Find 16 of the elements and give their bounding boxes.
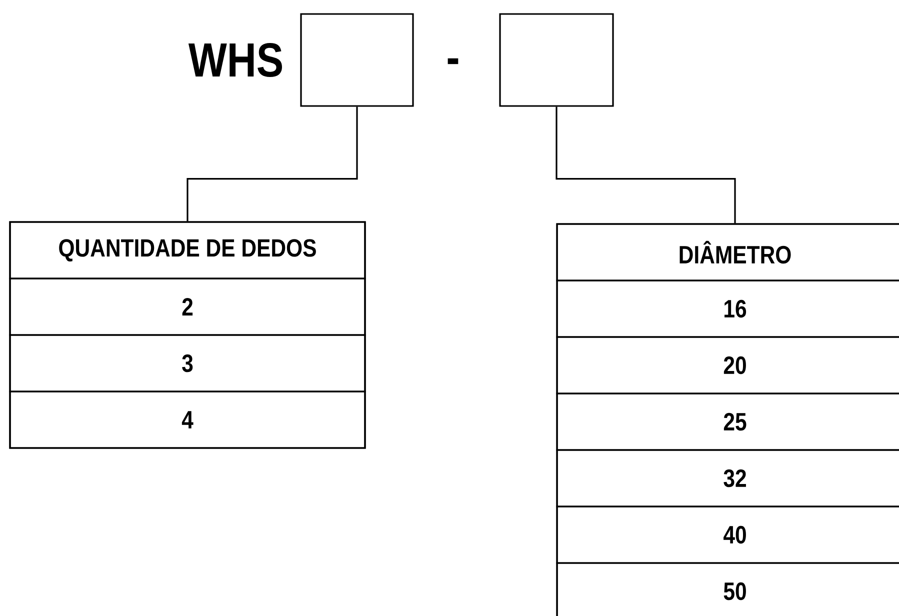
table-cell: 16 xyxy=(556,280,899,338)
table-header: QUANTIDADE DE DEDOS xyxy=(9,221,366,280)
table-cell: 40 xyxy=(556,506,899,564)
table-cell: 20 xyxy=(556,336,899,394)
connector-line xyxy=(186,106,358,222)
table-cell: 3 xyxy=(9,334,366,392)
table-cell: 2 xyxy=(9,278,366,336)
code-box xyxy=(300,13,414,107)
table-cell: 4 xyxy=(9,390,366,449)
code-box xyxy=(499,13,614,107)
table-header: DIÂMETRO xyxy=(556,223,899,282)
table-cell: 50 xyxy=(556,562,899,616)
table-cell: 32 xyxy=(556,449,899,508)
connector-line xyxy=(556,106,736,224)
table-cell: 25 xyxy=(556,392,899,451)
code-text: - xyxy=(448,58,458,64)
